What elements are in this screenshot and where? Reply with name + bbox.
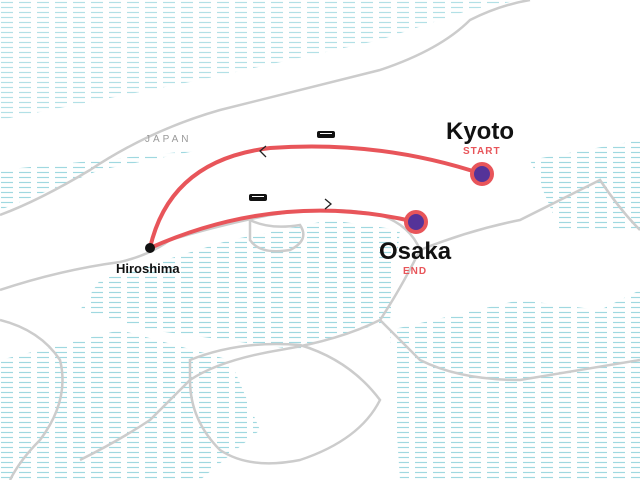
train-icon [249,194,267,201]
country-label: JAPAN [145,134,192,145]
routes [148,144,484,250]
end-tag: END [403,266,428,277]
stop-marker-osaka[interactable] [404,210,428,234]
direction-arrow-icon [259,145,267,158]
stop-marker-kyoto[interactable] [470,162,494,186]
route-kyoto-hiroshima [148,144,484,250]
stop-marker-hiroshima[interactable] [145,243,155,253]
city-label-hiroshima: Hiroshima [116,261,180,276]
city-label-kyoto: Kyoto [446,118,514,145]
train-icon [317,131,335,138]
direction-arrow-icon [324,198,333,210]
route-hiroshima-osaka [148,208,418,250]
start-tag: START [463,146,501,157]
city-label-osaka: Osaka [379,238,452,265]
